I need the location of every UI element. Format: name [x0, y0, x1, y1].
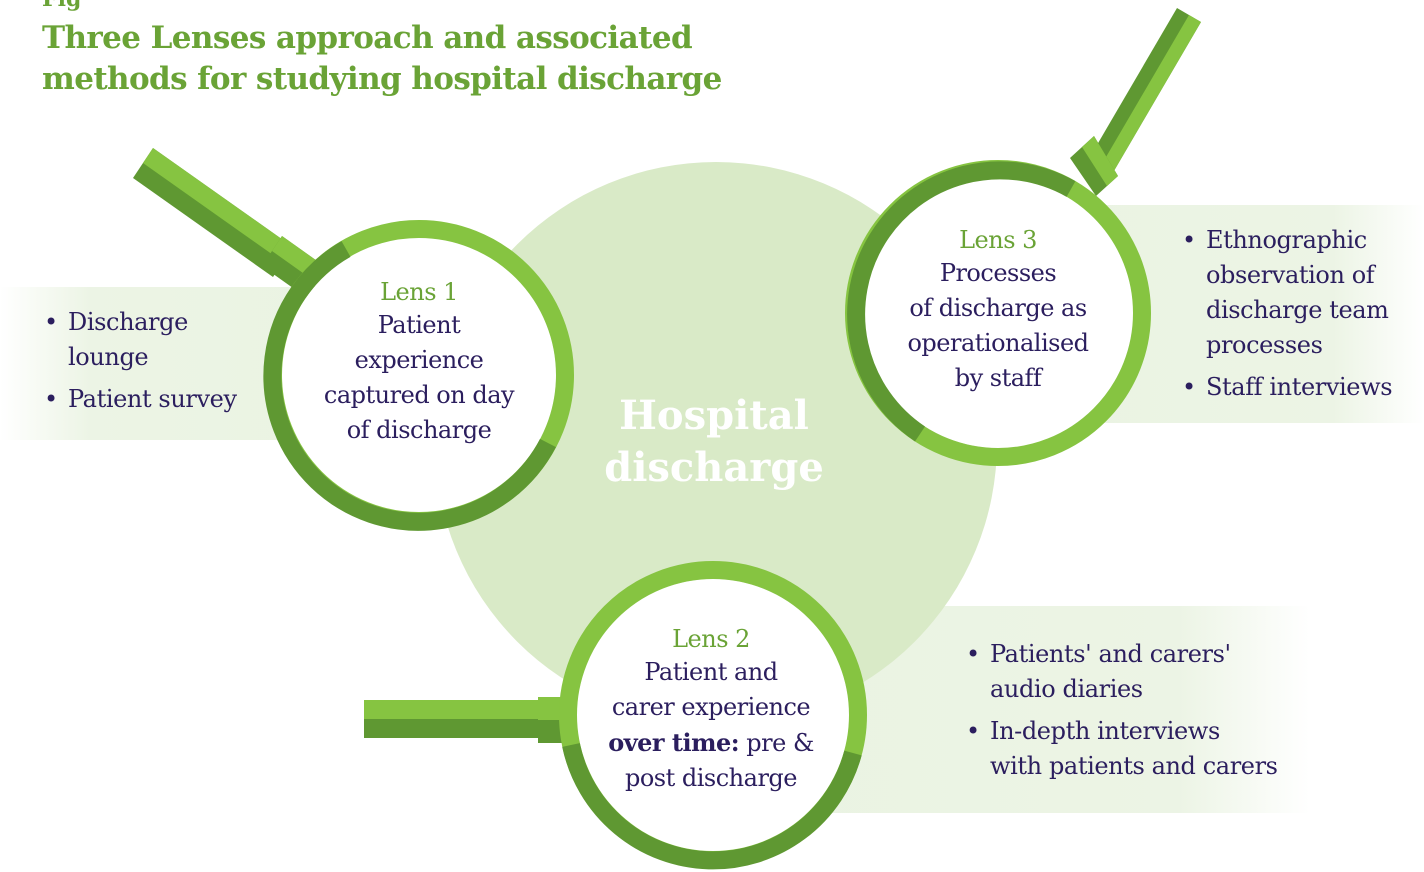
bullet-glyph: • — [44, 385, 58, 413]
lens2-ring — [559, 561, 867, 870]
method-text: Patient survey — [68, 385, 237, 413]
lens3-name: Lens 3 — [959, 226, 1037, 254]
lens2-handle — [364, 697, 574, 743]
lens3-desc-line-1: Processes — [939, 259, 1057, 287]
figure-title: Three Lenses approach and associated met… — [42, 18, 742, 100]
lens1-desc-line-4: of discharge — [346, 416, 492, 444]
list-item: • Ethnographic observation of discharge … — [1180, 223, 1420, 363]
lens2-name: Lens 2 — [672, 625, 750, 653]
lens3-desc-line-2: of discharge as — [909, 294, 1087, 322]
lens2-desc-line-2: carer experience — [611, 693, 811, 721]
center-label: Hospital discharge — [564, 390, 864, 494]
method-text: Patients' and carers' — [990, 640, 1231, 668]
bullet-glyph: • — [44, 308, 58, 336]
lens2-text: Lens 2 Patient and carer experience over… — [591, 623, 831, 796]
method-text: observation of — [1206, 261, 1375, 289]
method-text: Staff interviews — [1206, 373, 1393, 401]
lens1-desc-line-3: captured on day — [323, 381, 515, 409]
lens2-desc-line-1: Patient and — [644, 658, 778, 686]
lens3-ring — [845, 160, 1151, 466]
list-item: • Patient survey — [42, 382, 302, 417]
method-text: In-depth interviews — [990, 717, 1220, 745]
list-item: • Patients' and carers' audio diaries — [964, 637, 1304, 707]
list-item: • In-depth interviews with patients and … — [964, 714, 1304, 784]
lens3-text: Lens 3 Processes of discharge as operati… — [878, 224, 1118, 396]
figure-label: Fig — [42, 0, 81, 12]
method-text: audio diaries — [990, 675, 1143, 703]
title-line-2: methods for studying hospital discharge — [42, 61, 722, 97]
center-label-line-2: discharge — [604, 444, 824, 491]
title-line-1: Three Lenses approach and associated — [42, 20, 693, 56]
lens1-handle — [133, 148, 327, 298]
lens1-description: Patient experience captured on day of di… — [299, 308, 539, 448]
method-text: Ethnographic — [1206, 226, 1367, 254]
bullet-glyph: • — [1182, 373, 1196, 401]
lens2-methods-list: • Patients' and carers' audio diaries • … — [964, 637, 1304, 791]
bullet-glyph: • — [1182, 226, 1196, 254]
lens1-text: Lens 1 Patient experience captured on da… — [299, 276, 539, 448]
method-text: discharge team — [1206, 296, 1389, 324]
lens2-desc-line-3: over time: pre & — [591, 725, 831, 761]
lens3-desc-line-3: operationalised — [907, 329, 1089, 357]
method-text: Discharge — [68, 308, 188, 336]
lens1-desc-line-1: Patient — [377, 311, 461, 339]
lens3-methods-list: • Ethnographic observation of discharge … — [1180, 223, 1420, 412]
lens3-description: Processes of discharge as operationalise… — [878, 256, 1118, 396]
center-label-line-1: Hospital — [619, 392, 809, 439]
bullet-glyph: • — [966, 640, 980, 668]
method-text: with patients and carers — [990, 752, 1278, 780]
list-item: • Discharge lounge — [42, 305, 302, 375]
lens3-handle — [1070, 8, 1201, 196]
lens1-methods-list: • Discharge lounge • Patient survey — [42, 305, 302, 424]
bullet-glyph: • — [966, 717, 980, 745]
lens1-ring — [263, 220, 574, 531]
lens2-description: Patient and carer experience over time: … — [591, 655, 831, 796]
lens2-desc-bold: over time: — [608, 728, 740, 757]
method-text: processes — [1206, 331, 1323, 359]
lens2-desc-normal: pre & — [739, 729, 814, 757]
method-text: lounge — [68, 343, 149, 371]
lens3-desc-line-4: by staff — [954, 364, 1042, 392]
lens1-name: Lens 1 — [380, 278, 458, 306]
lens1-desc-line-2: experience — [354, 346, 484, 374]
list-item: • Staff interviews — [1180, 370, 1420, 405]
lens2-desc-line-4: post discharge — [624, 764, 798, 792]
